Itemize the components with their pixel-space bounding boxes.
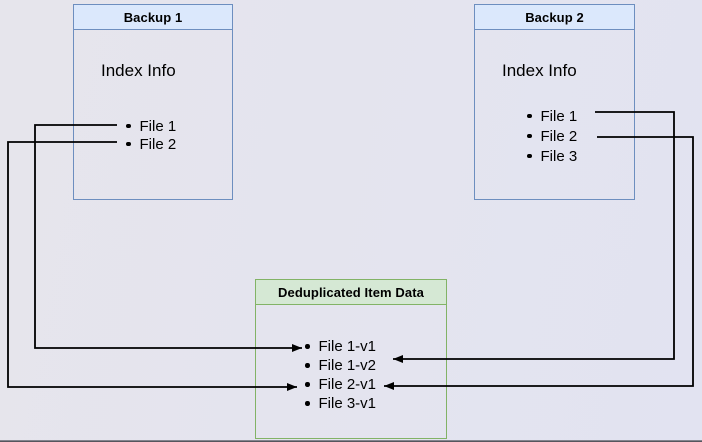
bullet-icon bbox=[527, 153, 532, 159]
list-item: File 2-v1 bbox=[305, 375, 376, 394]
dedup-box: Deduplicated Item Data File 1-v1 File 1-… bbox=[255, 279, 447, 439]
bullet-icon bbox=[305, 344, 310, 349]
list-item: File 1-v2 bbox=[305, 356, 376, 375]
backup1-box: Backup 1 Index Info File 1 File 2 bbox=[73, 4, 233, 200]
dedup-item-list: File 1-v1 File 1-v2 File 2-v1 File 3-v1 bbox=[305, 337, 376, 413]
list-item: File 3-v1 bbox=[305, 394, 376, 413]
bullet-icon bbox=[527, 113, 532, 119]
dedup-file-3-v1-label: File 3-v1 bbox=[318, 395, 377, 412]
list-item: File 1 bbox=[527, 106, 577, 126]
bullet-icon bbox=[527, 133, 532, 139]
dedup-file-1-v2-label: File 1-v2 bbox=[318, 357, 377, 374]
bullet-icon bbox=[305, 382, 310, 387]
list-item: File 2 bbox=[126, 135, 176, 153]
backup1-file-1-label: File 1 bbox=[139, 117, 177, 135]
backup1-title: Backup 1 bbox=[74, 5, 232, 30]
backup2-index-info-label: Index Info bbox=[502, 61, 577, 80]
list-item: File 1 bbox=[126, 117, 176, 135]
backup2-file-3-label: File 3 bbox=[540, 147, 578, 165]
backup1-index-info-label: Index Info bbox=[101, 61, 176, 80]
backup1-file-2-label: File 2 bbox=[139, 135, 177, 153]
dedup-file-2-v1-label: File 2-v1 bbox=[318, 376, 377, 393]
list-item: File 2 bbox=[527, 126, 577, 146]
window-bottom-edge bbox=[0, 440, 702, 442]
backup2-file-list: File 1 File 2 File 3 bbox=[527, 106, 577, 166]
bullet-icon bbox=[126, 123, 131, 129]
list-item: File 3 bbox=[527, 146, 577, 166]
backup2-file-2-label: File 2 bbox=[540, 127, 578, 145]
dedup-title: Deduplicated Item Data bbox=[256, 280, 446, 305]
bullet-icon bbox=[305, 363, 310, 368]
bullet-icon bbox=[305, 401, 310, 406]
dedup-file-1-v1-label: File 1-v1 bbox=[318, 338, 377, 355]
list-item: File 1-v1 bbox=[305, 337, 376, 356]
backup2-box: Backup 2 Index Info File 1 File 2 File 3 bbox=[474, 4, 635, 200]
backup1-file-list: File 1 File 2 bbox=[126, 117, 176, 153]
bullet-icon bbox=[126, 141, 131, 147]
backup2-title: Backup 2 bbox=[475, 5, 634, 30]
backup2-file-1-label: File 1 bbox=[540, 107, 578, 125]
